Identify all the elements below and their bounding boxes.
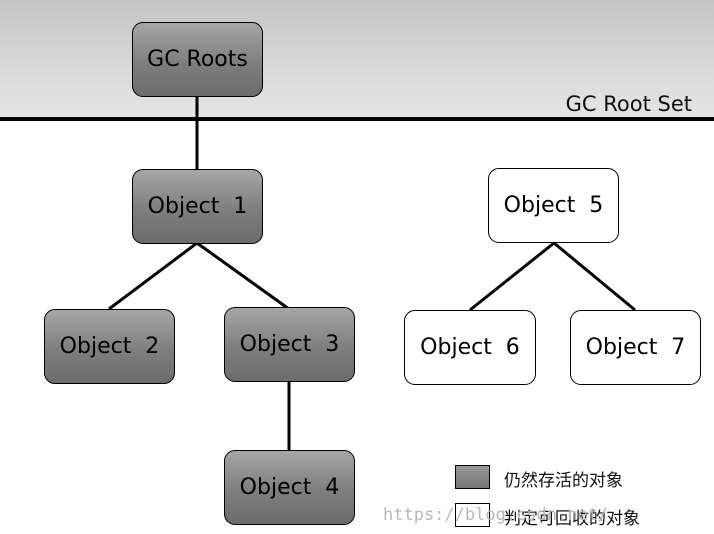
watermark-url: https://blog.csdn.net/ xyxy=(383,505,609,525)
object-5-node: Object 5 xyxy=(488,168,619,243)
legend-alive-swatch xyxy=(455,465,490,489)
legend-alive-label: 仍然存活的对象 xyxy=(504,471,623,491)
edge-obj1-obj2 xyxy=(108,241,198,311)
object-2-node: Object 2 xyxy=(44,309,175,384)
edge-obj5-obj7 xyxy=(553,241,636,312)
gc-root-set-label: GC Root Set xyxy=(565,92,692,116)
object-1-node: Object 1 xyxy=(132,169,263,244)
legend-collectable-swatch xyxy=(455,503,490,527)
edge-obj1-obj3 xyxy=(196,241,290,311)
legend-collectable-label: 判定可回收的对象 xyxy=(504,509,640,529)
edge-obj5-obj6 xyxy=(469,241,555,312)
object-7-node: Object 7 xyxy=(570,310,701,385)
gc-root-set-region xyxy=(0,0,714,118)
object-6-node: Object 6 xyxy=(404,310,536,385)
object-4-node: Object 4 xyxy=(224,450,355,525)
object-3-node: Object 3 xyxy=(224,307,355,382)
gc-root-set-boundary xyxy=(0,117,714,121)
gc-roots-node: GC Roots xyxy=(132,22,263,97)
